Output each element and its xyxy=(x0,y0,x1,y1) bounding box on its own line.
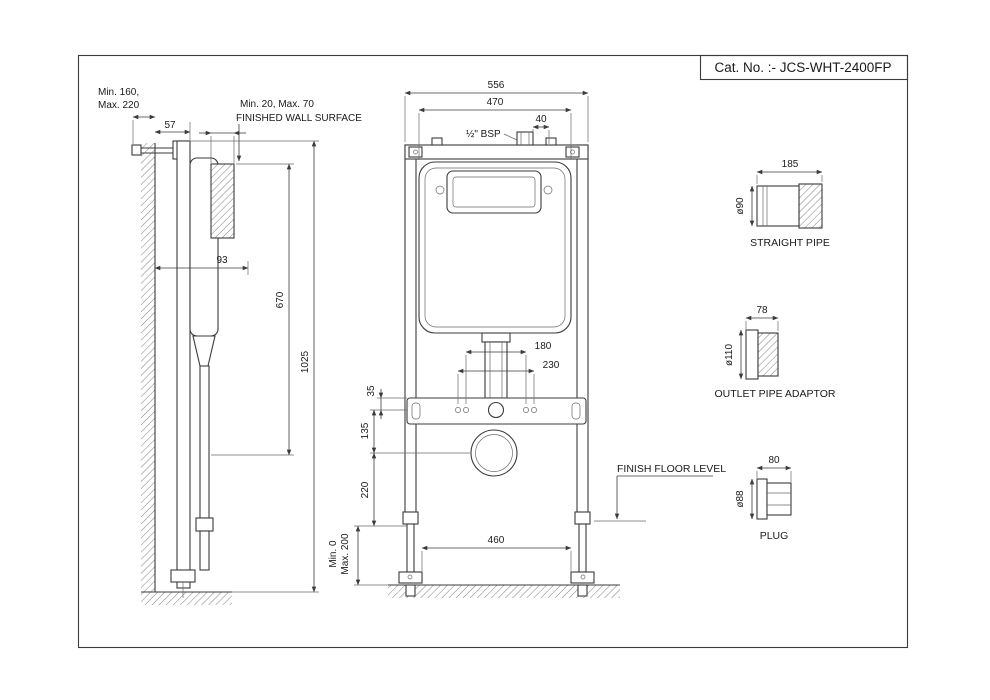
title-block xyxy=(699,54,909,81)
dim-460-label: 460 xyxy=(488,535,505,546)
adaptor-body xyxy=(757,332,779,377)
adaptor-flange xyxy=(745,329,759,380)
dim-180-label: 180 xyxy=(535,341,552,352)
plug-flange xyxy=(756,478,768,520)
adjustable-leg-right xyxy=(578,523,587,573)
dim-556-label: 556 xyxy=(488,80,505,91)
dim-78-label: 78 xyxy=(756,305,768,316)
flush-pipe-side xyxy=(199,365,210,519)
dim-wall-max-label: Max. 220 xyxy=(98,100,140,111)
dim-35-label: 35 xyxy=(366,385,377,397)
outlet-adaptor-label: OUTLET PIPE ADAPTOR xyxy=(715,388,836,400)
side-view: Min. 160, Max. 220 57 Min. 20, Max. 70 F… xyxy=(98,87,362,605)
finished-wall-layer xyxy=(210,163,235,239)
wall-bolt-head xyxy=(131,144,142,156)
access-opening xyxy=(446,170,542,214)
dim-1025-label: 1025 xyxy=(300,350,311,373)
front-view: 556 470 40 ½" BSP xyxy=(328,80,726,598)
dim-57-label: 57 xyxy=(164,120,176,131)
floor-hatch-front xyxy=(388,585,620,598)
frame-foot-side xyxy=(170,569,196,583)
plug-label: PLUG xyxy=(760,530,789,542)
dim-670-label: 670 xyxy=(275,291,286,308)
floor-hatch-side xyxy=(141,592,232,605)
catalog-number: Cat. No. :- JCS-WHT-2400FP xyxy=(714,60,891,75)
bsp-label: ½" BSP xyxy=(466,129,501,140)
frame-rail-side xyxy=(176,140,191,589)
sheet-border: Cat. No. :- JCS-WHT-2400FP xyxy=(77,54,909,649)
dim-dia110-label: ø110 xyxy=(724,344,735,366)
frame-rail-left xyxy=(404,144,417,521)
component-straight-pipe: 185 ø90 STRAIGHT PIPE xyxy=(735,159,830,249)
dim-max200-label: Max. 200 xyxy=(340,533,351,575)
outlet-opening xyxy=(470,429,518,477)
dim-finish-label: Min. 20, Max. 70 xyxy=(240,99,314,110)
pipe-coupling xyxy=(195,517,214,532)
dim-min0-label: Min. 0 xyxy=(328,540,339,568)
foot-plate-left xyxy=(398,571,423,584)
finish-floor-label: FINISH FLOOR LEVEL xyxy=(617,463,726,475)
plug-body xyxy=(766,482,792,516)
dim-185-label: 185 xyxy=(782,159,799,170)
dim-230-label: 230 xyxy=(543,360,560,371)
straight-pipe-label: STRAIGHT PIPE xyxy=(750,237,830,249)
component-plug: 80 ø88 PLUG xyxy=(735,455,792,542)
dim-93-label: 93 xyxy=(216,255,228,266)
dim-wall-min-label: Min. 160, xyxy=(98,87,139,98)
finished-wall-label: FINISHED WALL SURFACE xyxy=(236,113,362,124)
dim-dia90-label: ø90 xyxy=(735,197,746,215)
dim-470-label: 470 xyxy=(487,97,504,108)
flush-pipe-front xyxy=(484,341,508,399)
adjustable-leg-left xyxy=(406,523,415,573)
frame-top-bar xyxy=(404,144,589,160)
dim-40-label: 40 xyxy=(535,114,547,125)
pipe-body xyxy=(756,185,800,227)
pipe-seal-cap xyxy=(798,183,823,229)
dim-dia88-label: ø88 xyxy=(735,490,746,508)
flush-bend xyxy=(192,335,216,367)
component-outlet-adaptor: 78 ø110 OUTLET PIPE ADAPTOR xyxy=(715,305,836,400)
wall-hatch xyxy=(141,143,155,592)
water-inlet-fitting xyxy=(516,131,534,146)
dim-220-label: 220 xyxy=(360,481,371,498)
dim-80-label: 80 xyxy=(768,455,780,466)
fixing-plate xyxy=(406,397,587,425)
foot-plate-right xyxy=(570,571,595,584)
frame-rail-right xyxy=(576,144,589,521)
dim-135-label: 135 xyxy=(360,422,371,439)
